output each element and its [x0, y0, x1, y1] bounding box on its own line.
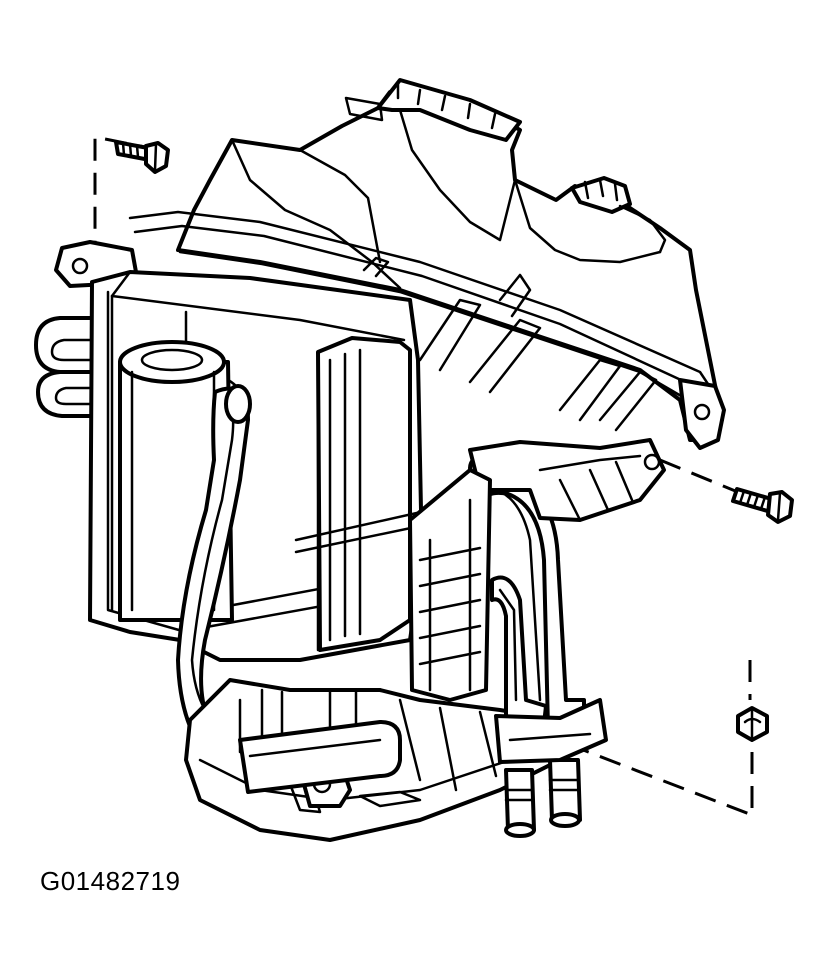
- lower-base: [184, 678, 562, 842]
- pipe-fittings: [494, 698, 608, 838]
- drain-tube: [408, 468, 492, 702]
- upper-bolt-icon: [93, 135, 170, 282]
- blower-housing: [128, 78, 726, 450]
- right-bolt-leader: [659, 458, 746, 497]
- right-bolt-icon: [659, 458, 794, 524]
- figure-id-label: G01482719: [40, 866, 181, 896]
- mounting-bracket: [468, 438, 666, 522]
